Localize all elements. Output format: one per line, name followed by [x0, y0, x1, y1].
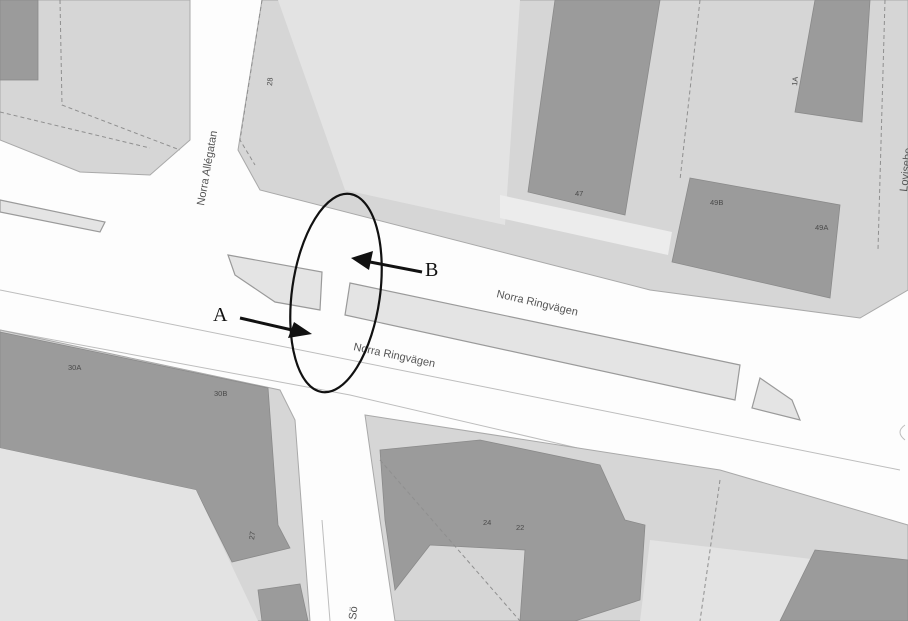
curb-line [321, 519, 331, 621]
house-number: 1A [790, 76, 800, 86]
block-top-left [0, 0, 191, 176]
median-east [751, 377, 801, 421]
arrow-b-line [369, 260, 423, 274]
property-line [0, 111, 151, 149]
property-line [699, 479, 721, 621]
house-number: 24 [483, 518, 491, 527]
house-number: 28 [265, 77, 275, 86]
building-24-22 [379, 439, 646, 621]
lot-bottom-center [640, 540, 820, 621]
house-number: 27 [247, 531, 257, 541]
median-left [0, 199, 106, 233]
highlight-ellipse [289, 192, 383, 394]
street-label-lovisebe: Lovisebe [898, 147, 908, 192]
median-center [344, 282, 741, 401]
house-number: 49A [815, 223, 828, 232]
marker-b: B [425, 259, 438, 281]
building-49 [671, 177, 841, 299]
house-number: 30B [214, 389, 227, 398]
lot-bottom-left [0, 448, 258, 621]
building-small-sw [257, 583, 309, 621]
curb-line [0, 289, 901, 471]
property-line [679, 0, 701, 181]
house-number: 30A [68, 363, 81, 372]
street-label-south: Sö [347, 606, 360, 621]
house-number: 22 [516, 523, 524, 532]
building-1a [794, 0, 871, 123]
lot-strip [500, 195, 672, 255]
building-47 [527, 0, 661, 216]
house-number: 49B [710, 198, 723, 207]
property-line [59, 0, 181, 151]
arrow-a-head [288, 322, 312, 338]
property-line [379, 459, 521, 621]
lot-open-area [278, 0, 520, 225]
curb-line [899, 424, 906, 441]
property-line [239, 0, 263, 166]
arrow-a-line [239, 316, 293, 332]
building-bottom-right [779, 549, 908, 621]
house-number: 47 [575, 189, 583, 198]
building-top-left [0, 0, 39, 81]
south-street [322, 515, 392, 621]
arrow-b-head [351, 251, 373, 270]
marker-a: A [213, 304, 228, 326]
median-west [227, 254, 323, 311]
